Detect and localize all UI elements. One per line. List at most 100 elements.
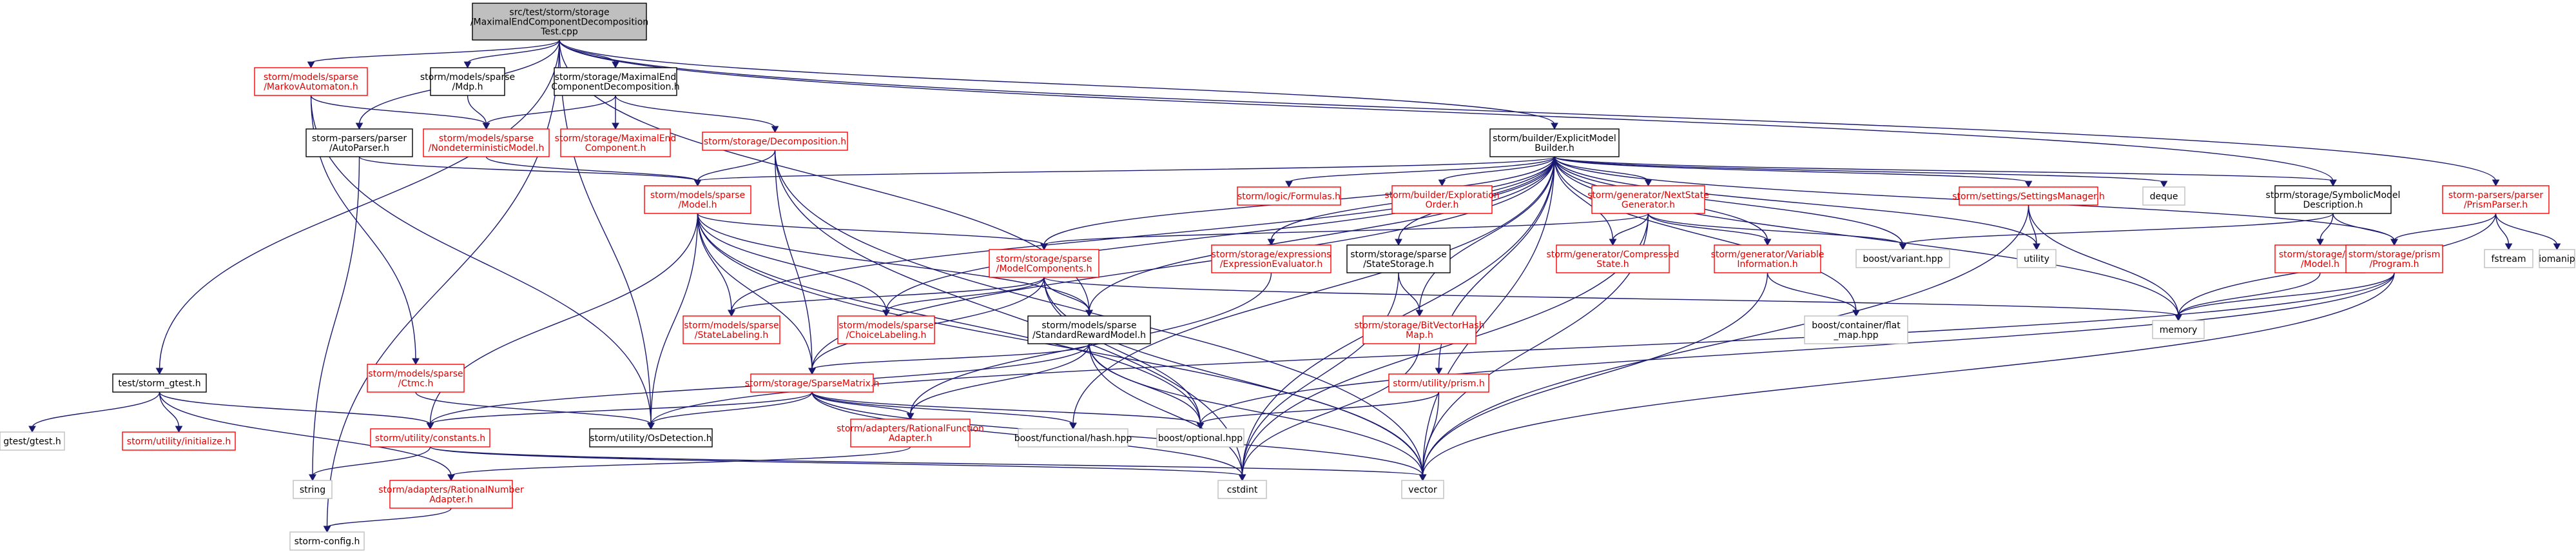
edge-arrowhead-root-to-builder <box>1551 123 1558 130</box>
edge-autoparser-to-string <box>312 156 360 477</box>
edge-arrowhead-builder-to-formulas <box>1285 181 1293 188</box>
edge-builder-to-statelab <box>731 156 1555 312</box>
node-box-decomp <box>702 132 848 151</box>
node-string: string <box>293 480 333 499</box>
node-label-prismprogram-line-0: storm/storage/prism <box>2348 250 2441 260</box>
node-label-bvhashmap-line-0: storm/storage/BitVectorHash <box>1355 320 1485 331</box>
node-box-memory <box>2152 320 2205 339</box>
edge-arrowhead-constants-to-cstdint <box>1238 474 1246 482</box>
node-mdp[interactable]: storm/models/sparse/Mdp.h <box>420 67 515 96</box>
node-label-sparsematrix-line-0: storm/storage/SparseMatrix.h <box>745 379 880 389</box>
node-box-bvhashmap <box>1362 315 1477 344</box>
node-model[interactable]: storm/models/sparse/Model.h <box>644 185 751 214</box>
node-label-prismprogram-line-1: /Program.h <box>2369 259 2419 270</box>
node-box-compressed <box>1556 244 1670 273</box>
node-label-flatmap-line-1: _map.hpp <box>1833 330 1878 340</box>
node-choicelab[interactable]: storm/models/sparse/ChoiceLabeling.h <box>837 315 935 344</box>
node-flatmap: boost/container/flat_map.hpp <box>1804 315 1908 344</box>
edge-markov-to-osdetect <box>310 95 652 425</box>
node-box-statelab <box>683 315 780 344</box>
edge-arrowhead-varinfo-to-flatmap <box>1852 310 1860 317</box>
edge-prismprogram-to-osdetect <box>650 272 2395 425</box>
node-utilprism[interactable]: storm/utility/prism.h <box>1388 373 1489 393</box>
node-utility: utility <box>2017 249 2057 268</box>
edge-decomp-to-cstdint <box>774 150 1243 477</box>
edge-builder-to-deque <box>1554 156 2165 183</box>
node-label-mecomp-line-1: Component.h <box>585 143 646 153</box>
edge-decomp-to-model <box>697 150 776 182</box>
node-label-mdp-line-0: storm/models/sparse <box>420 72 515 83</box>
edge-gtest-to-initialize <box>159 391 180 428</box>
node-label-compressed-line-1: State.h <box>1596 259 1629 270</box>
node-sparsematrix[interactable]: storm/storage/SparseMatrix.h <box>745 373 880 393</box>
node-ctmc[interactable]: storm/models/sparse/Ctmc.h <box>367 364 465 393</box>
node-label-symdesc-line-0: storm/storage/SymbolicModel <box>2266 190 2401 201</box>
node-mecomp[interactable]: storm/storage/MaximalEndComponent.h <box>555 128 677 157</box>
node-label-mdp-line-1: /Mdp.h <box>452 82 483 92</box>
node-formulas[interactable]: storm/logic/Formulas.h <box>1237 186 1341 206</box>
node-prismprogram[interactable]: storm/storage/prism/Program.h <box>2345 244 2443 273</box>
edge-decomp-to-vector <box>774 150 1424 477</box>
node-label-autoparser-line-1: /AutoParser.h <box>329 143 389 153</box>
edge-arrowhead-nextstate-to-varinfo <box>1763 239 1772 246</box>
node-label-exporder-line-1: Order.h <box>1426 200 1459 210</box>
node-box-stdreward <box>1027 315 1151 344</box>
node-box-fstream <box>2484 249 2533 268</box>
node-label-modelcomp-line-1: /ModelComponents.h <box>996 264 1092 274</box>
node-stdreward[interactable]: storm/models/sparse/StandardRewardModel.… <box>1027 315 1151 344</box>
node-gtest[interactable]: test/storm_gtest.h <box>112 373 207 393</box>
edge-utilprism-to-vector <box>1422 391 1440 477</box>
node-statestorage[interactable]: storm/storage/sparse/StateStorage.h <box>1346 244 1451 273</box>
node-constants[interactable]: storm/utility/constants.h <box>370 428 490 448</box>
edge-arrowhead-symdesc-to-jani <box>2316 239 2324 246</box>
edge-root-to-stormconfig <box>326 39 560 528</box>
node-modelcomp[interactable]: storm/storage/sparse/ModelComponents.h <box>989 249 1099 278</box>
edge-arrowhead-constants-to-string <box>309 474 316 482</box>
node-label-nextstate-line-1: Generator.h <box>1622 200 1675 210</box>
edge-ratfunc-to-ratnum <box>450 446 911 477</box>
node-box-vector <box>1401 480 1444 499</box>
edge-settingsmgr-to-memory <box>2028 204 2179 317</box>
node-label-statelab-line-0: storm/models/sparse <box>684 320 779 331</box>
edge-arrowhead-constants-to-vector <box>1419 474 1427 482</box>
node-box-symdesc <box>2274 185 2392 214</box>
node-mecdec[interactable]: storm/storage/MaximalEndComponentDecompo… <box>551 67 680 96</box>
edge-arrowhead-prismparser-to-prismprogram <box>2390 239 2398 246</box>
node-root[interactable]: src/test/storm/storage/MaximalEndCompone… <box>470 3 648 41</box>
node-markov[interactable]: storm/models/sparse/MarkovAutomaton.h <box>254 67 368 96</box>
node-autoparser[interactable]: storm-parsers/parser/AutoParser.h <box>305 128 413 157</box>
edge-nondet-to-model <box>485 156 699 182</box>
edge-root-to-symdesc <box>559 39 2334 182</box>
node-decomp[interactable]: storm/storage/Decomposition.h <box>702 132 848 151</box>
edge-arrowhead-builder-to-utilprism <box>1435 368 1443 375</box>
node-label-deque-line-0: deque <box>2150 192 2178 202</box>
node-initialize[interactable]: storm/utility/initialize.h <box>122 431 236 451</box>
node-box-model <box>644 185 751 214</box>
node-box-ratnum <box>389 480 513 509</box>
edge-builder-to-vector <box>1422 156 1555 477</box>
node-statelab[interactable]: storm/models/sparse/StateLabeling.h <box>683 315 780 344</box>
node-label-nondet-line-1: /NondeterministicModel.h <box>429 143 545 153</box>
edge-arrowhead-root-to-gtest <box>155 368 164 375</box>
node-settingsmgr[interactable]: storm/settings/SettingsManager.h <box>1952 186 2105 206</box>
node-osdetect[interactable]: storm/utility/OsDetection.h <box>589 428 713 448</box>
edge-arrowhead-builder-to-nextstate <box>1644 179 1652 187</box>
node-nondet[interactable]: storm/models/sparse/NondeterministicMode… <box>423 128 550 157</box>
node-prismparser[interactable]: storm-parsers/parser/PrismParser.h <box>2442 185 2550 214</box>
edge-nextstate-to-compressed <box>1612 213 1649 241</box>
node-label-root-line-1: /MaximalEndComponentDecomposition <box>470 17 648 28</box>
node-deque: deque <box>2142 186 2185 206</box>
node-exprevalu[interactable]: storm/storage/expressions/ExpressionEval… <box>1211 244 1332 273</box>
node-label-stdreward-line-1: /StandardRewardModel.h <box>1032 330 1146 340</box>
node-label-varinfo-line-1: Information.h <box>1737 259 1797 270</box>
edge-mdp-to-nondet <box>467 95 487 125</box>
